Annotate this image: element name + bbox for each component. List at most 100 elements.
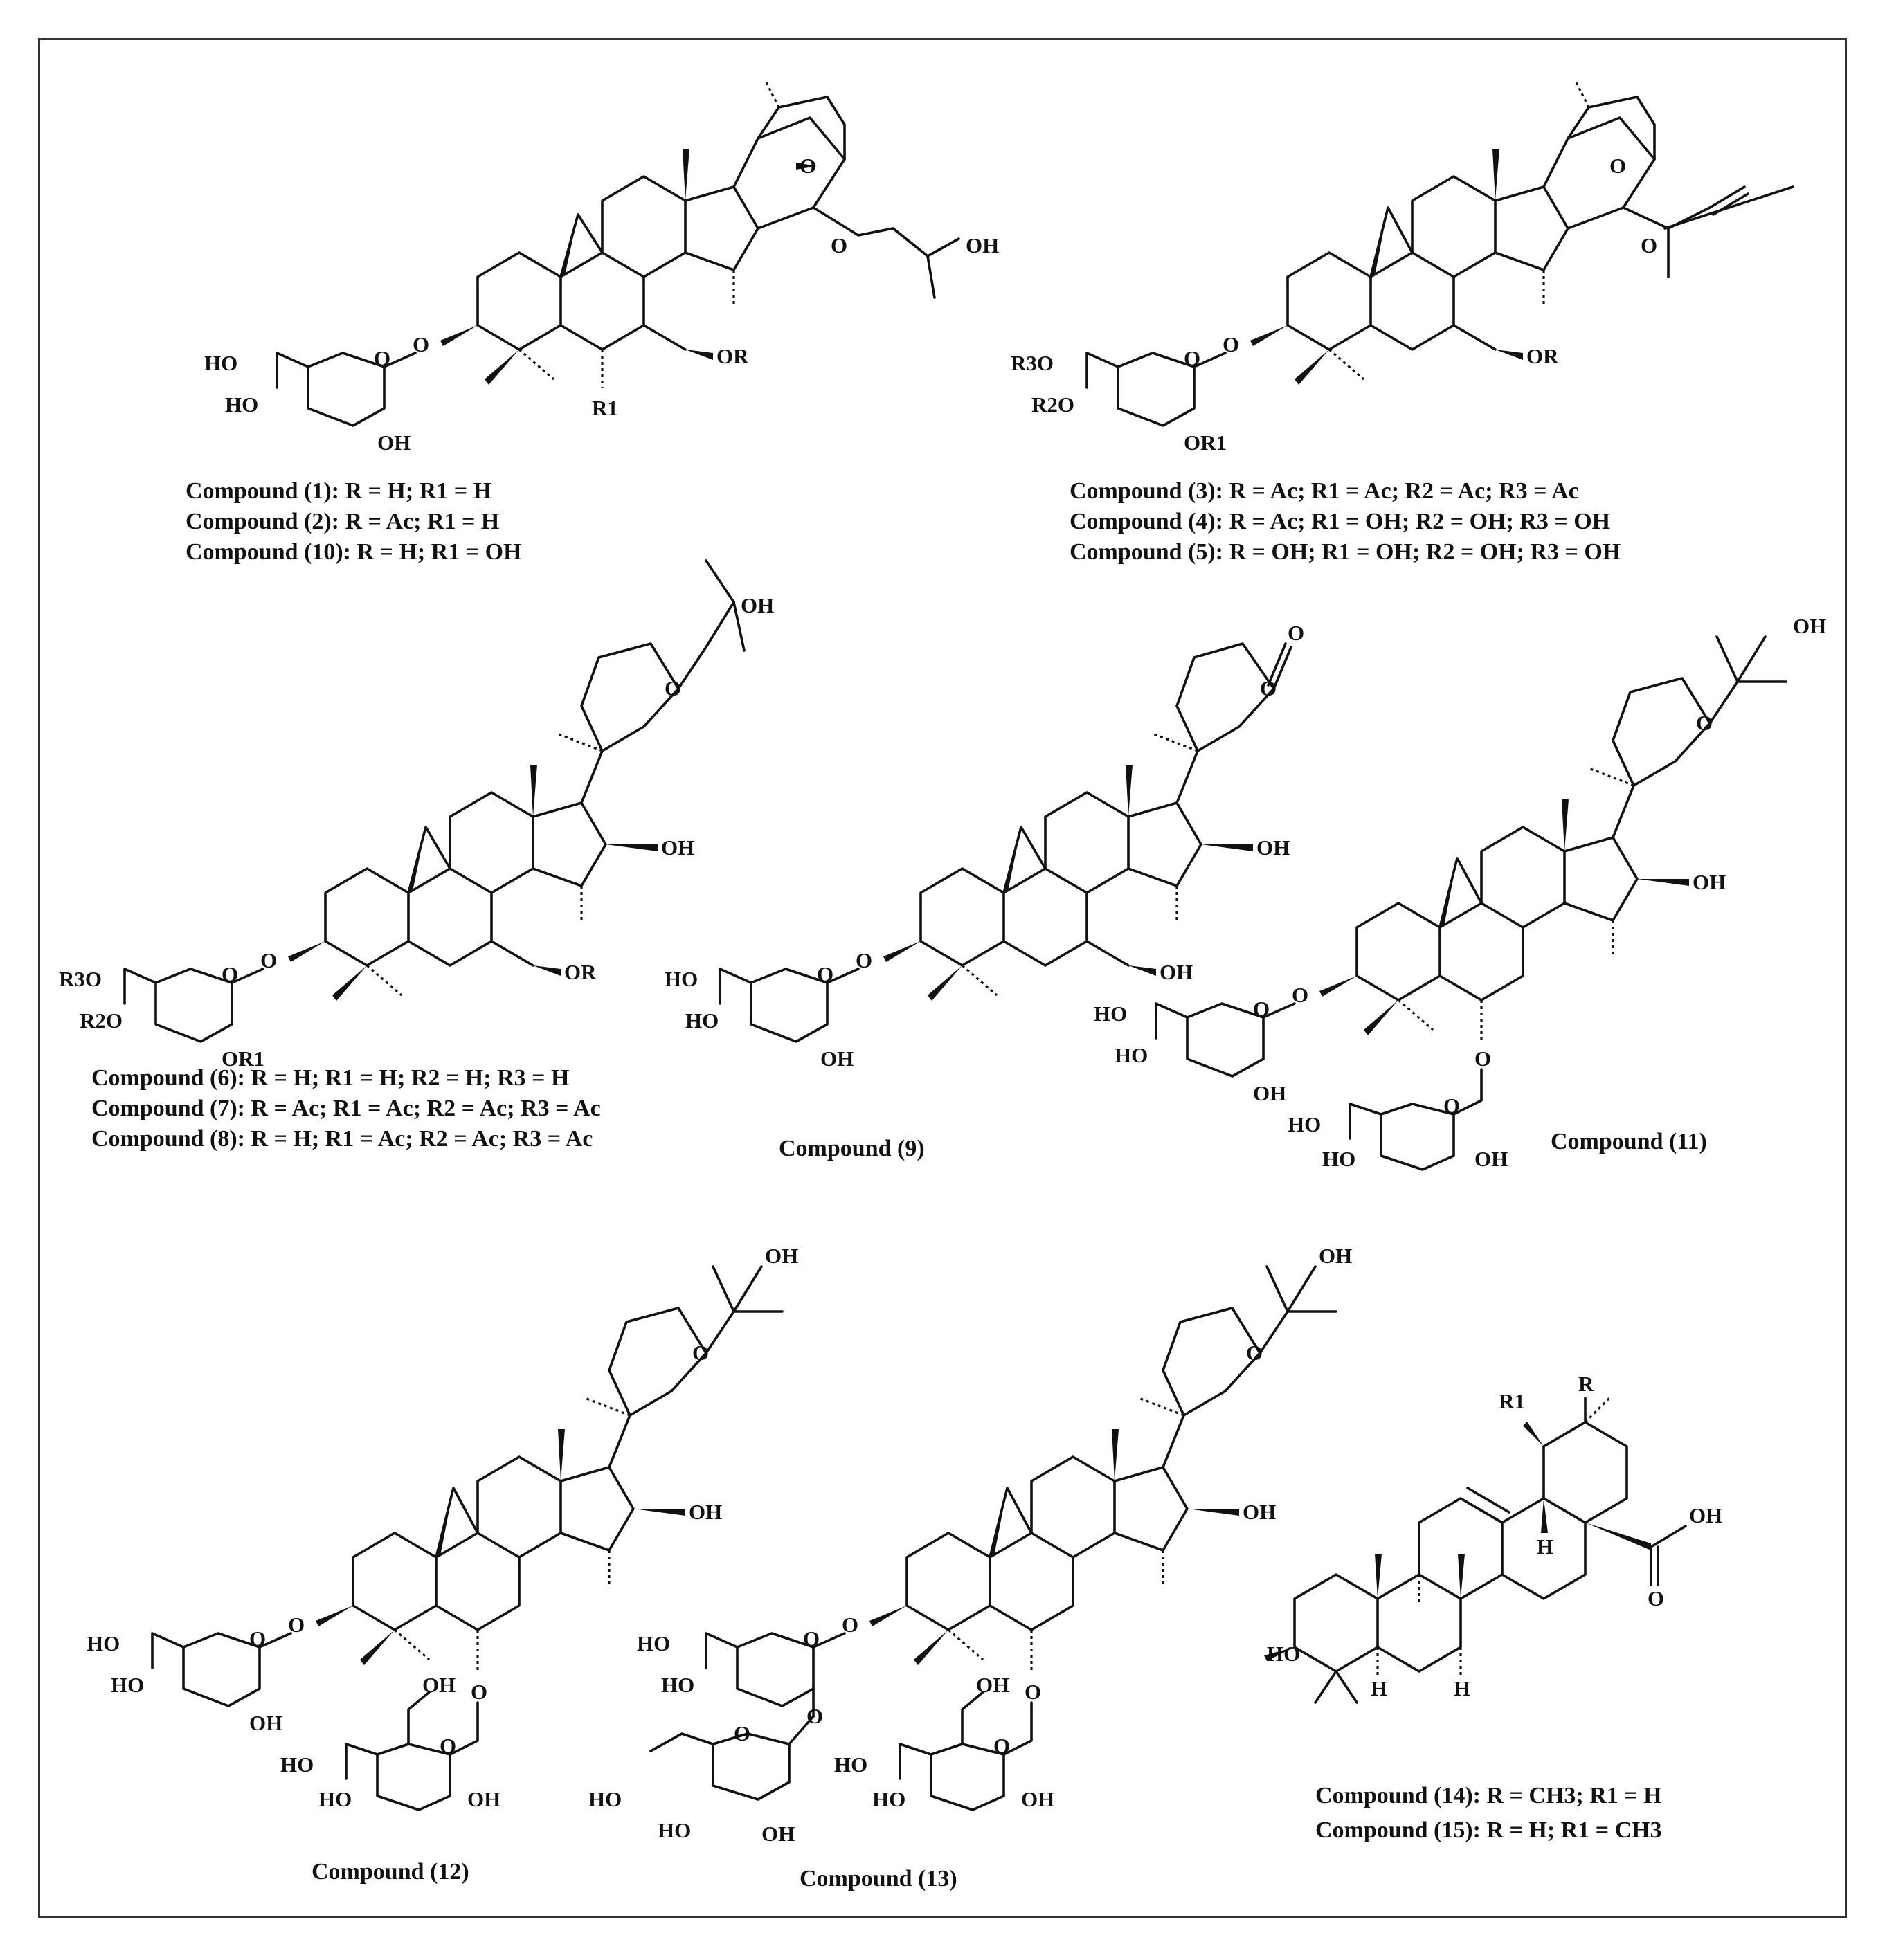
atom-link-o: O xyxy=(1292,983,1308,1007)
structure-compound-3-4-5: O O R3O R2O OR1 OR O O xyxy=(1011,79,1794,455)
atom-link-o2: O xyxy=(1474,1046,1491,1071)
atom-h1: H xyxy=(1537,1534,1553,1559)
structure-compound-14-15: HO OH O R R1 H H H xyxy=(1264,1372,1722,1704)
atom-ring-o2: O xyxy=(993,1734,1010,1758)
atom-carbonyl-o: O xyxy=(1648,1586,1664,1610)
atom-ho2: HO xyxy=(685,1008,719,1033)
atom-carbonyl-o: O xyxy=(1288,621,1304,645)
atom-o-a: O xyxy=(800,154,816,178)
atom-ring-o: O xyxy=(1253,997,1270,1021)
atom-ho1: HO xyxy=(87,1631,120,1655)
atom-o-a: O xyxy=(1609,154,1626,178)
atom-ring-o2: O xyxy=(440,1734,456,1758)
atom-ho1: HO xyxy=(1094,1001,1127,1026)
atom-r1: R1 xyxy=(1499,1389,1525,1413)
atom-ring-o: O xyxy=(249,1626,266,1651)
atom-ho2: HO xyxy=(225,392,258,417)
atom-oh3: OH xyxy=(249,1711,282,1735)
atom-ho: HO xyxy=(1267,1642,1300,1666)
captions: Compound (1): R = H; R1 = H Compound (2)… xyxy=(91,478,1707,1891)
caption-compound-4: Compound (4): R = Ac; R1 = OH; R2 = OH; … xyxy=(1070,509,1610,534)
atom-or1: OR1 xyxy=(1184,430,1227,455)
caption-compound-12: Compound (12) xyxy=(312,1859,469,1885)
caption-compound-2: Compound (2): R = Ac; R1 = H xyxy=(186,509,499,534)
atom-ho8: HO xyxy=(658,1818,691,1842)
caption-compound-3: Compound (3): R = Ac; R1 = Ac; R2 = Ac; … xyxy=(1070,478,1579,504)
atom-oh16: OH xyxy=(1243,1500,1276,1524)
caption-compound-6: Compound (6): R = H; R1 = H; R2 = H; R3 … xyxy=(91,1065,569,1091)
atom-oh3: OH xyxy=(377,430,411,455)
atom-ring-o: O xyxy=(1184,346,1200,370)
atom-oh7: OH xyxy=(422,1673,456,1697)
atom-ho7: HO xyxy=(588,1787,622,1811)
atom-r2o: R2O xyxy=(1031,392,1074,417)
atom-link-o2: O xyxy=(1025,1680,1041,1704)
structure-compound-9: O O HO HO OH OH OH O O xyxy=(665,621,1304,1071)
caption-compound-11: Compound (11) xyxy=(1551,1129,1707,1154)
atom-h2: H xyxy=(1454,1676,1470,1700)
atom-ho2: HO xyxy=(1115,1043,1148,1067)
atom-ho2: HO xyxy=(111,1673,144,1697)
atom-oh16: OH xyxy=(689,1500,722,1524)
atom-ho1: HO xyxy=(665,967,698,991)
caption-compound-14: Compound (14): R = CH3; R1 = H xyxy=(1315,1783,1662,1808)
atom-oh-side: OH xyxy=(1793,614,1826,638)
atom-link-o: O xyxy=(842,1613,858,1637)
atom-o-b: O xyxy=(1641,233,1657,257)
caption-compound-7: Compound (7): R = Ac; R1 = Ac; R2 = Ac; … xyxy=(91,1096,601,1121)
atom-oh-side: OH xyxy=(1319,1244,1352,1268)
atom-oh9: OH xyxy=(761,1822,795,1846)
atom-ring-o3: O xyxy=(734,1721,750,1745)
atom-link-o: O xyxy=(413,332,429,356)
atom-or: OR xyxy=(716,344,749,368)
caption-compound-1: Compound (1): R = H; R1 = H xyxy=(186,478,491,504)
atom-ring-o2: O xyxy=(1443,1094,1460,1118)
atom-ho5: HO xyxy=(318,1787,352,1811)
atom-or1: OR1 xyxy=(222,1046,264,1071)
atom-r1: R1 xyxy=(592,396,618,420)
atom-or: OR xyxy=(1526,344,1559,368)
caption-compound-13: Compound (13) xyxy=(800,1866,957,1891)
atom-ring-o: O xyxy=(222,962,238,986)
atom-oh6: OH xyxy=(1021,1787,1054,1811)
atom-ho2: HO xyxy=(661,1673,694,1697)
atom-oh6: OH xyxy=(1474,1147,1508,1171)
atom-thf-o: O xyxy=(1246,1341,1263,1365)
atom-oh-side: OH xyxy=(741,593,774,617)
atom-oh16: OH xyxy=(1693,870,1726,894)
atom-r3o: R3O xyxy=(1011,351,1054,375)
atom-link-o: O xyxy=(1223,332,1239,356)
atom-oh-side: OH xyxy=(765,1244,798,1268)
caption-compound-9: Compound (9) xyxy=(779,1136,925,1161)
atom-oh10: OH xyxy=(976,1673,1009,1697)
atom-ho4: HO xyxy=(280,1752,314,1777)
caption-compound-8: Compound (8): R = H; R1 = Ac; R2 = Ac; R… xyxy=(91,1126,593,1152)
structure-compound-13: O O HO HO O O HO HO OH O O HO HO OH OH O… xyxy=(588,1244,1352,1846)
atom-link-o: O xyxy=(288,1613,305,1637)
caption-compound-15: Compound (15): R = H; R1 = CH3 xyxy=(1315,1817,1662,1843)
caption-compound-10: Compound (10): R = H; R1 = OH xyxy=(186,539,522,565)
atom-oh: OH xyxy=(1689,1503,1722,1527)
atom-link-o: O xyxy=(856,948,872,972)
atom-link-o3: O xyxy=(806,1704,823,1728)
atom-o-b: O xyxy=(831,233,847,257)
structure-compound-12: O O HO HO OH O O HO HO OH OH OH O OH xyxy=(87,1244,798,1811)
atom-or: OR xyxy=(564,960,597,984)
atom-ho1: HO xyxy=(204,351,237,375)
atom-r2o: R2O xyxy=(80,1008,123,1033)
structure-compound-11: O O HO HO OH O O HO HO OH OH O OH xyxy=(1094,614,1826,1171)
atom-ho5: HO xyxy=(872,1787,905,1811)
structure-compound-1-2-10: O O HO HO OH OR R1 OH O O xyxy=(204,79,999,455)
atom-oh16: OH xyxy=(1256,835,1290,860)
atom-oh6: OH xyxy=(467,1787,500,1811)
atom-ho4: HO xyxy=(1288,1112,1321,1136)
atom-oh16: OH xyxy=(661,835,694,860)
atom-oh3: OH xyxy=(1253,1081,1286,1105)
structure-compound-6-7-8: O O R3O R2O OR1 OR OH O OH xyxy=(59,559,774,1071)
atom-ring-o: O xyxy=(374,346,390,370)
atom-link-o2: O xyxy=(471,1680,487,1704)
atom-ho4: HO xyxy=(834,1752,867,1777)
atom-ho1: HO xyxy=(637,1631,670,1655)
atom-thf-o: O xyxy=(1696,711,1713,735)
